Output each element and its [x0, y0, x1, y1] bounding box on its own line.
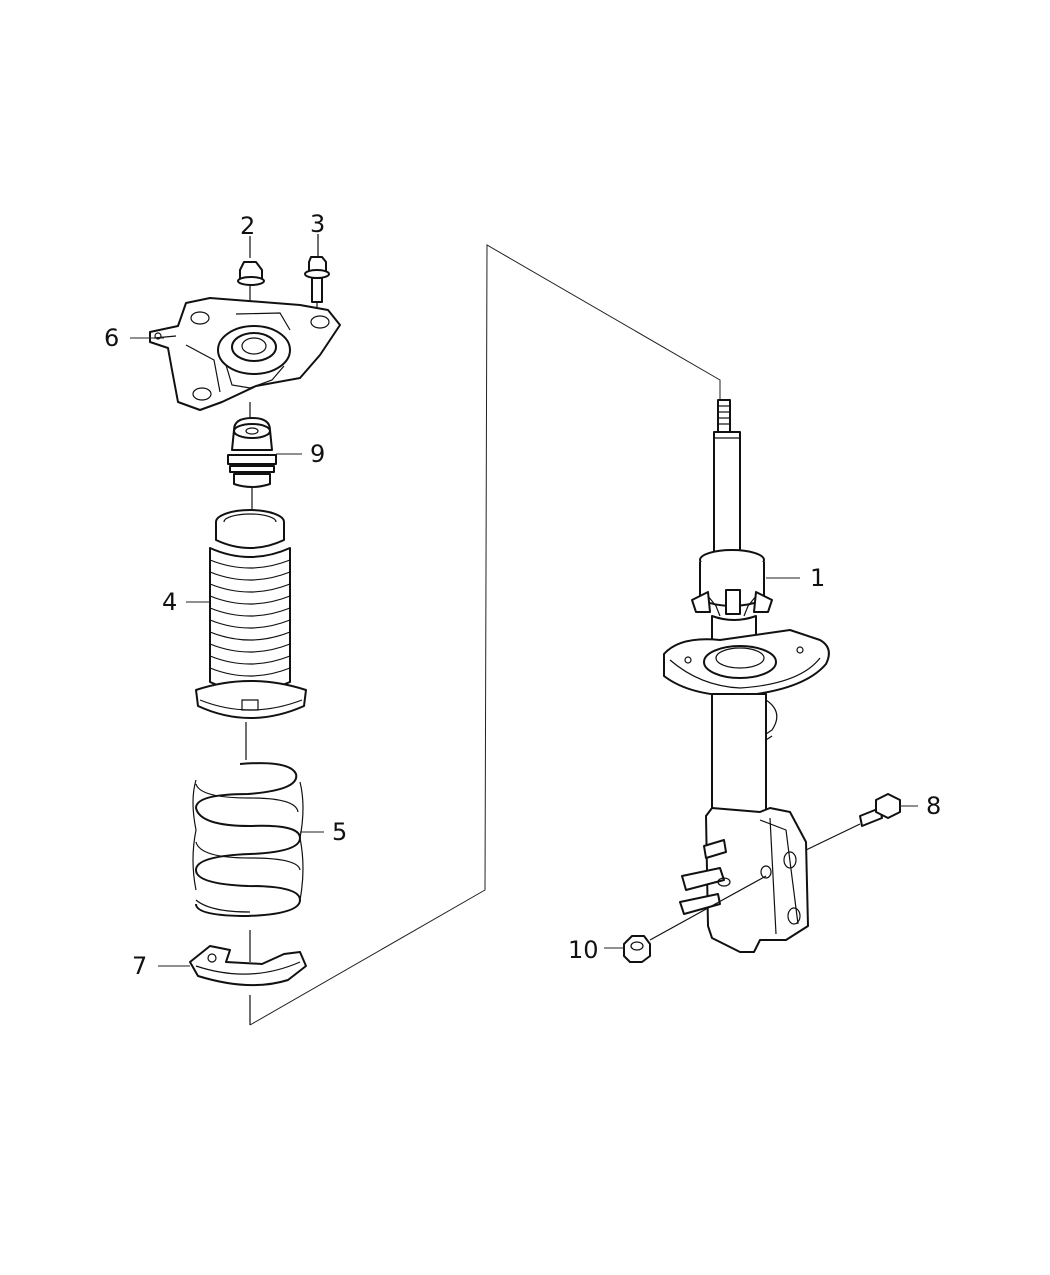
bolt-part-3	[305, 234, 329, 318]
callout-2: 2	[240, 212, 255, 240]
dust-boot-part-4	[196, 510, 306, 718]
callout-5: 5	[332, 818, 347, 846]
nut-part-2	[238, 236, 264, 318]
callout-4: 4	[162, 588, 177, 616]
bolt-part-8	[806, 794, 900, 850]
callout-9: 9	[310, 440, 325, 468]
callout-8: 8	[926, 792, 941, 820]
callout-1: 1	[810, 564, 825, 592]
strut-assembly-part-1	[664, 400, 829, 952]
assembly-bracket-lines	[249, 244, 721, 1026]
callout-7: 7	[132, 952, 147, 980]
spring-isolator-part-7	[190, 946, 306, 1025]
callout-6: 6	[104, 324, 119, 352]
coil-spring-part-5	[193, 763, 303, 962]
callout-3: 3	[310, 210, 325, 238]
callout-labels: 1 2 3 4 5 6 7 8 9 10	[104, 210, 941, 980]
callout-10: 10	[568, 936, 599, 964]
nut-part-10	[624, 876, 766, 962]
strut-mount-part-6	[150, 298, 340, 410]
jounce-bumper-part-9	[228, 418, 276, 510]
callout-leaders	[130, 337, 918, 967]
